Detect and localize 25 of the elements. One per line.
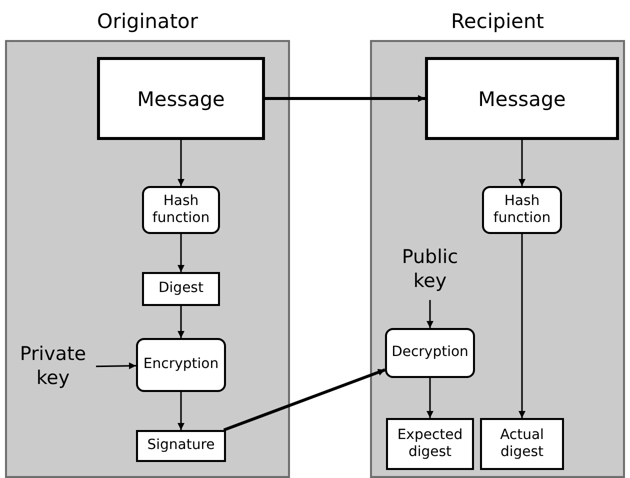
key-label: Private key [10,340,96,394]
key-label: Public key [398,240,462,300]
arrow [178,234,184,272]
arrow [518,234,526,418]
data-box: Signature [136,430,226,462]
process-box: Hash function [482,186,562,234]
arrow [426,300,434,328]
message-box: Message [97,57,265,140]
arrow [518,140,526,186]
arrow [178,392,184,430]
process-box: Decryption [385,328,475,378]
arrow [178,140,184,186]
message-box: Message [425,57,619,140]
data-box: Digest [142,272,220,306]
panel-heading: Recipient [450,8,545,35]
process-box: Hash function [142,186,220,234]
arrow [223,368,386,432]
data-box: Expected digest [386,418,474,470]
process-box: Encryption [136,338,226,392]
arrow [178,306,184,338]
panel-heading: Originator [96,8,199,35]
arrow [426,378,434,418]
arrow [265,95,425,102]
arrow [96,362,136,370]
data-box: Actual digest [480,418,564,470]
